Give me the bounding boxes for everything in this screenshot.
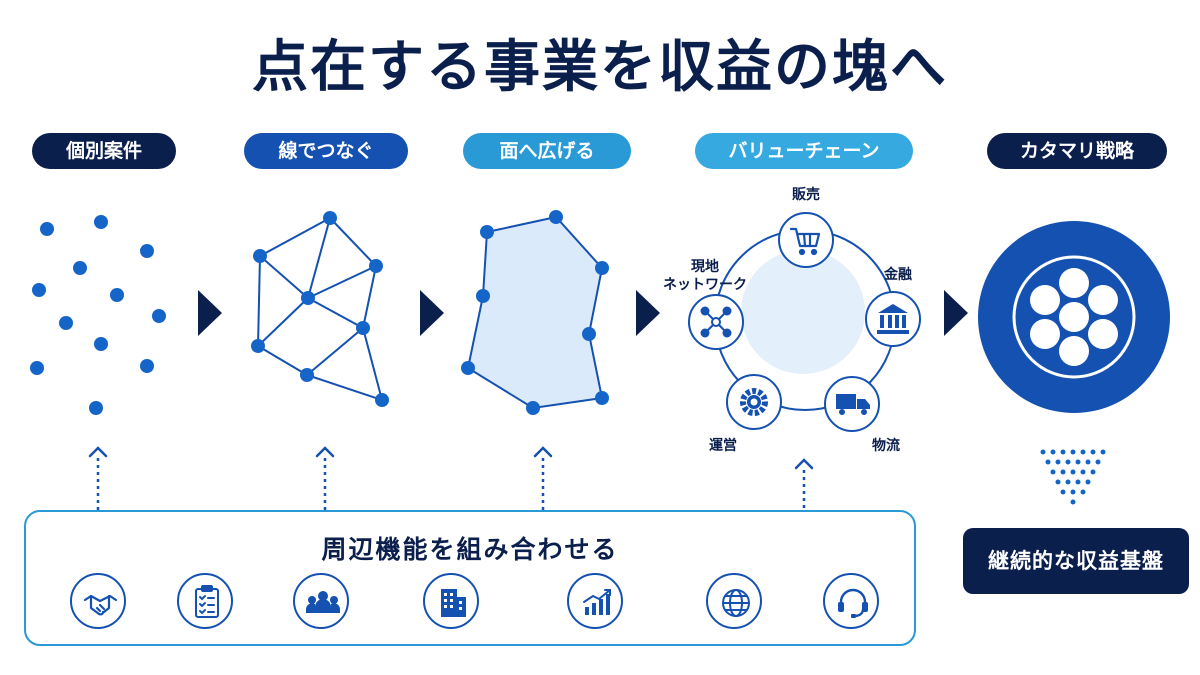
truck-icon <box>836 394 870 415</box>
chevron-right-icon <box>636 290 660 336</box>
chevron-right-icon <box>198 290 222 336</box>
building-icon <box>423 573 479 629</box>
page-title: 点在する事業を収益の塊へ <box>252 35 948 100</box>
cluster-ball <box>1088 319 1118 349</box>
stage-pill-katamari-strategy: カタマリ戦略 <box>987 133 1167 169</box>
stage-pill-value-chain: バリューチェーン <box>695 133 913 169</box>
value-chain-label-network: 現地 ネットワーク <box>650 258 760 294</box>
bank-icon <box>877 304 909 334</box>
stage-pill-expand-surface: 面へ広げる <box>463 133 631 169</box>
dot <box>40 222 54 236</box>
dot <box>30 361 44 375</box>
dot <box>140 359 154 373</box>
network-hub-icon <box>700 306 732 338</box>
network-node <box>301 291 315 305</box>
cluster-ball <box>1059 268 1089 298</box>
cart-icon <box>789 227 821 256</box>
surface-node <box>526 401 540 415</box>
dot <box>73 261 87 275</box>
value-chain-label-sales: 販売 <box>792 187 820 203</box>
growth-chart-icon <box>567 573 623 629</box>
network-node <box>253 249 267 263</box>
result-badge: 継続的な収益基盤 <box>963 528 1189 594</box>
operations-node <box>726 374 782 430</box>
surface-node <box>480 225 494 239</box>
support-functions-title: 周辺機能を組み合わせる <box>321 535 619 564</box>
value-chain-label-finance: 金融 <box>884 267 912 283</box>
dot <box>89 401 103 415</box>
checklist-icon <box>177 573 233 629</box>
dot <box>152 309 166 323</box>
cluster-ball <box>1030 319 1060 349</box>
network-node <box>251 339 265 353</box>
dot <box>94 215 108 229</box>
team-icon <box>293 573 349 629</box>
network-node <box>300 368 314 382</box>
headset-icon <box>823 573 879 629</box>
network-node <box>323 211 337 225</box>
cluster-ball <box>1059 336 1089 366</box>
surface-node <box>595 261 609 275</box>
dot <box>94 337 108 351</box>
stage-pill-connect-lines: 線でつなぐ <box>244 133 408 169</box>
sales-node <box>778 212 834 268</box>
dot <box>110 288 124 302</box>
globe-icon <box>706 573 762 629</box>
surface-node <box>549 210 563 224</box>
up-arrow-icon <box>88 446 108 458</box>
up-arrow-icon <box>315 446 335 458</box>
up-arrow-icon <box>794 458 814 470</box>
finance-node <box>865 291 921 347</box>
value-chain-label-operations: 運営 <box>709 438 737 454</box>
cluster-ball <box>1088 285 1118 315</box>
dot <box>59 316 73 330</box>
network-node <box>369 259 383 273</box>
value-chain-label-logistics: 物流 <box>872 438 900 454</box>
network-node <box>375 393 389 407</box>
up-arrow-icon <box>533 446 553 458</box>
surface-node <box>461 361 475 375</box>
surface-node <box>595 391 609 405</box>
funnel-dots-icon <box>1040 449 1106 505</box>
network-label-line1: 現地 <box>691 259 719 275</box>
cluster-ball <box>1030 285 1060 315</box>
network-label-line2: ネットワーク <box>663 277 747 293</box>
dot <box>32 283 46 297</box>
cluster-ball <box>1059 302 1089 332</box>
local-network-node <box>688 294 744 350</box>
surface-node <box>476 289 490 303</box>
stage-pill-individual: 個別案件 <box>32 133 176 169</box>
handshake-icon <box>70 573 126 629</box>
gear-icon <box>740 388 768 416</box>
chevron-right-icon <box>420 290 444 336</box>
chevron-right-icon <box>944 290 968 336</box>
dot <box>140 244 154 258</box>
surface-node <box>582 327 596 341</box>
network-node <box>356 321 370 335</box>
support-functions-box: 周辺機能を組み合わせる <box>24 510 916 646</box>
logistics-node <box>824 376 880 432</box>
